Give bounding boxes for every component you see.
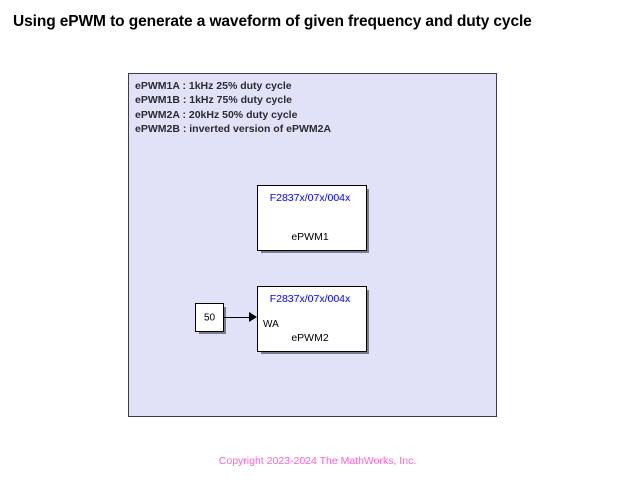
page-title: Using ePWM to generate a waveform of giv… [13,13,532,30]
block-epwm2-header: F2837x/07x/004x [269,293,351,305]
block-epwm2-label: ePWM2 [291,332,329,344]
block-epwm1-label: ePWM1 [291,231,329,243]
annotation-line-epwm1b: ePWM1B : 1kHz 75% duty cycle [135,94,292,107]
annotation-line-epwm1a: ePWM1A : 1kHz 25% duty cycle [135,80,292,92]
block-epwm1[interactable]: F2837x/07x/004x ePWM1 [257,185,367,251]
annotation-line-epwm2a: ePWM2A : 20kHz 50% duty cycle [135,108,298,121]
annotation-line-epwm2b: ePWM2B : inverted version of ePWM2A [135,123,332,136]
block-epwm1-header: F2837x/07x/004x [269,192,351,204]
annotation-text-block: ePWM1A : 1kHz 25% duty cycle ePWM1B : 1k… [135,79,435,137]
block-constant[interactable]: 50 [195,303,224,332]
block-constant-value: 50 [203,312,216,323]
copyright-notice: Copyright 2023-2024 The MathWorks, Inc. [218,455,417,467]
signal-arrow-icon [249,311,257,322]
model-canvas[interactable]: ePWM1A : 1kHz 25% duty cycle ePWM1B : 1k… [128,73,497,417]
block-epwm2-input-port-wa: WA [263,319,279,330]
signal-line-constant-to-epwm2[interactable] [224,316,251,319]
block-epwm2[interactable]: F2837x/07x/004x WA ePWM2 [257,286,367,352]
